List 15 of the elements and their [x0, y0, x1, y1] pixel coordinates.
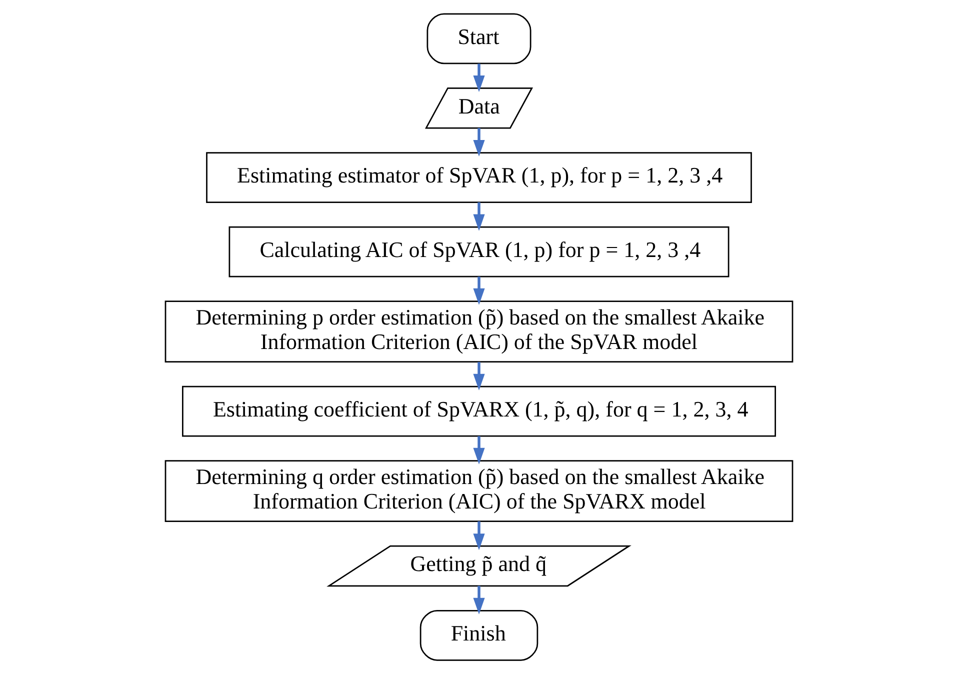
arrow [472, 586, 484, 614]
arrow [472, 521, 484, 550]
node-box: Start [426, 13, 531, 64]
node-box: Calculating AIC of SpVAR (1, p) for p = 1, 2, 3 ,4 [228, 226, 729, 278]
arrow [472, 276, 484, 305]
node-box: Determining p order estimation (p̃) based on the smallest Akaike Information Criterion (AIC) of the SpVAR model [164, 300, 793, 362]
node-box: Determining q order estimation (p̃) based on the smallest Akaike Information Criterion (AIC) of the SpVARX model [164, 460, 793, 522]
arrow [472, 64, 484, 92]
arrow [472, 436, 484, 464]
arrow [472, 362, 484, 390]
arrow [472, 128, 484, 157]
node-box: Estimating estimator of SpVAR (1, p), for p = 1, 2, 3 ,4 [206, 152, 752, 203]
arrow [472, 202, 484, 231]
node-box: Estimating coefficient of SpVARX (1, p̃, q), for q = 1, 2, 3, 4 [182, 386, 776, 437]
node-box: Finish [419, 610, 538, 661]
